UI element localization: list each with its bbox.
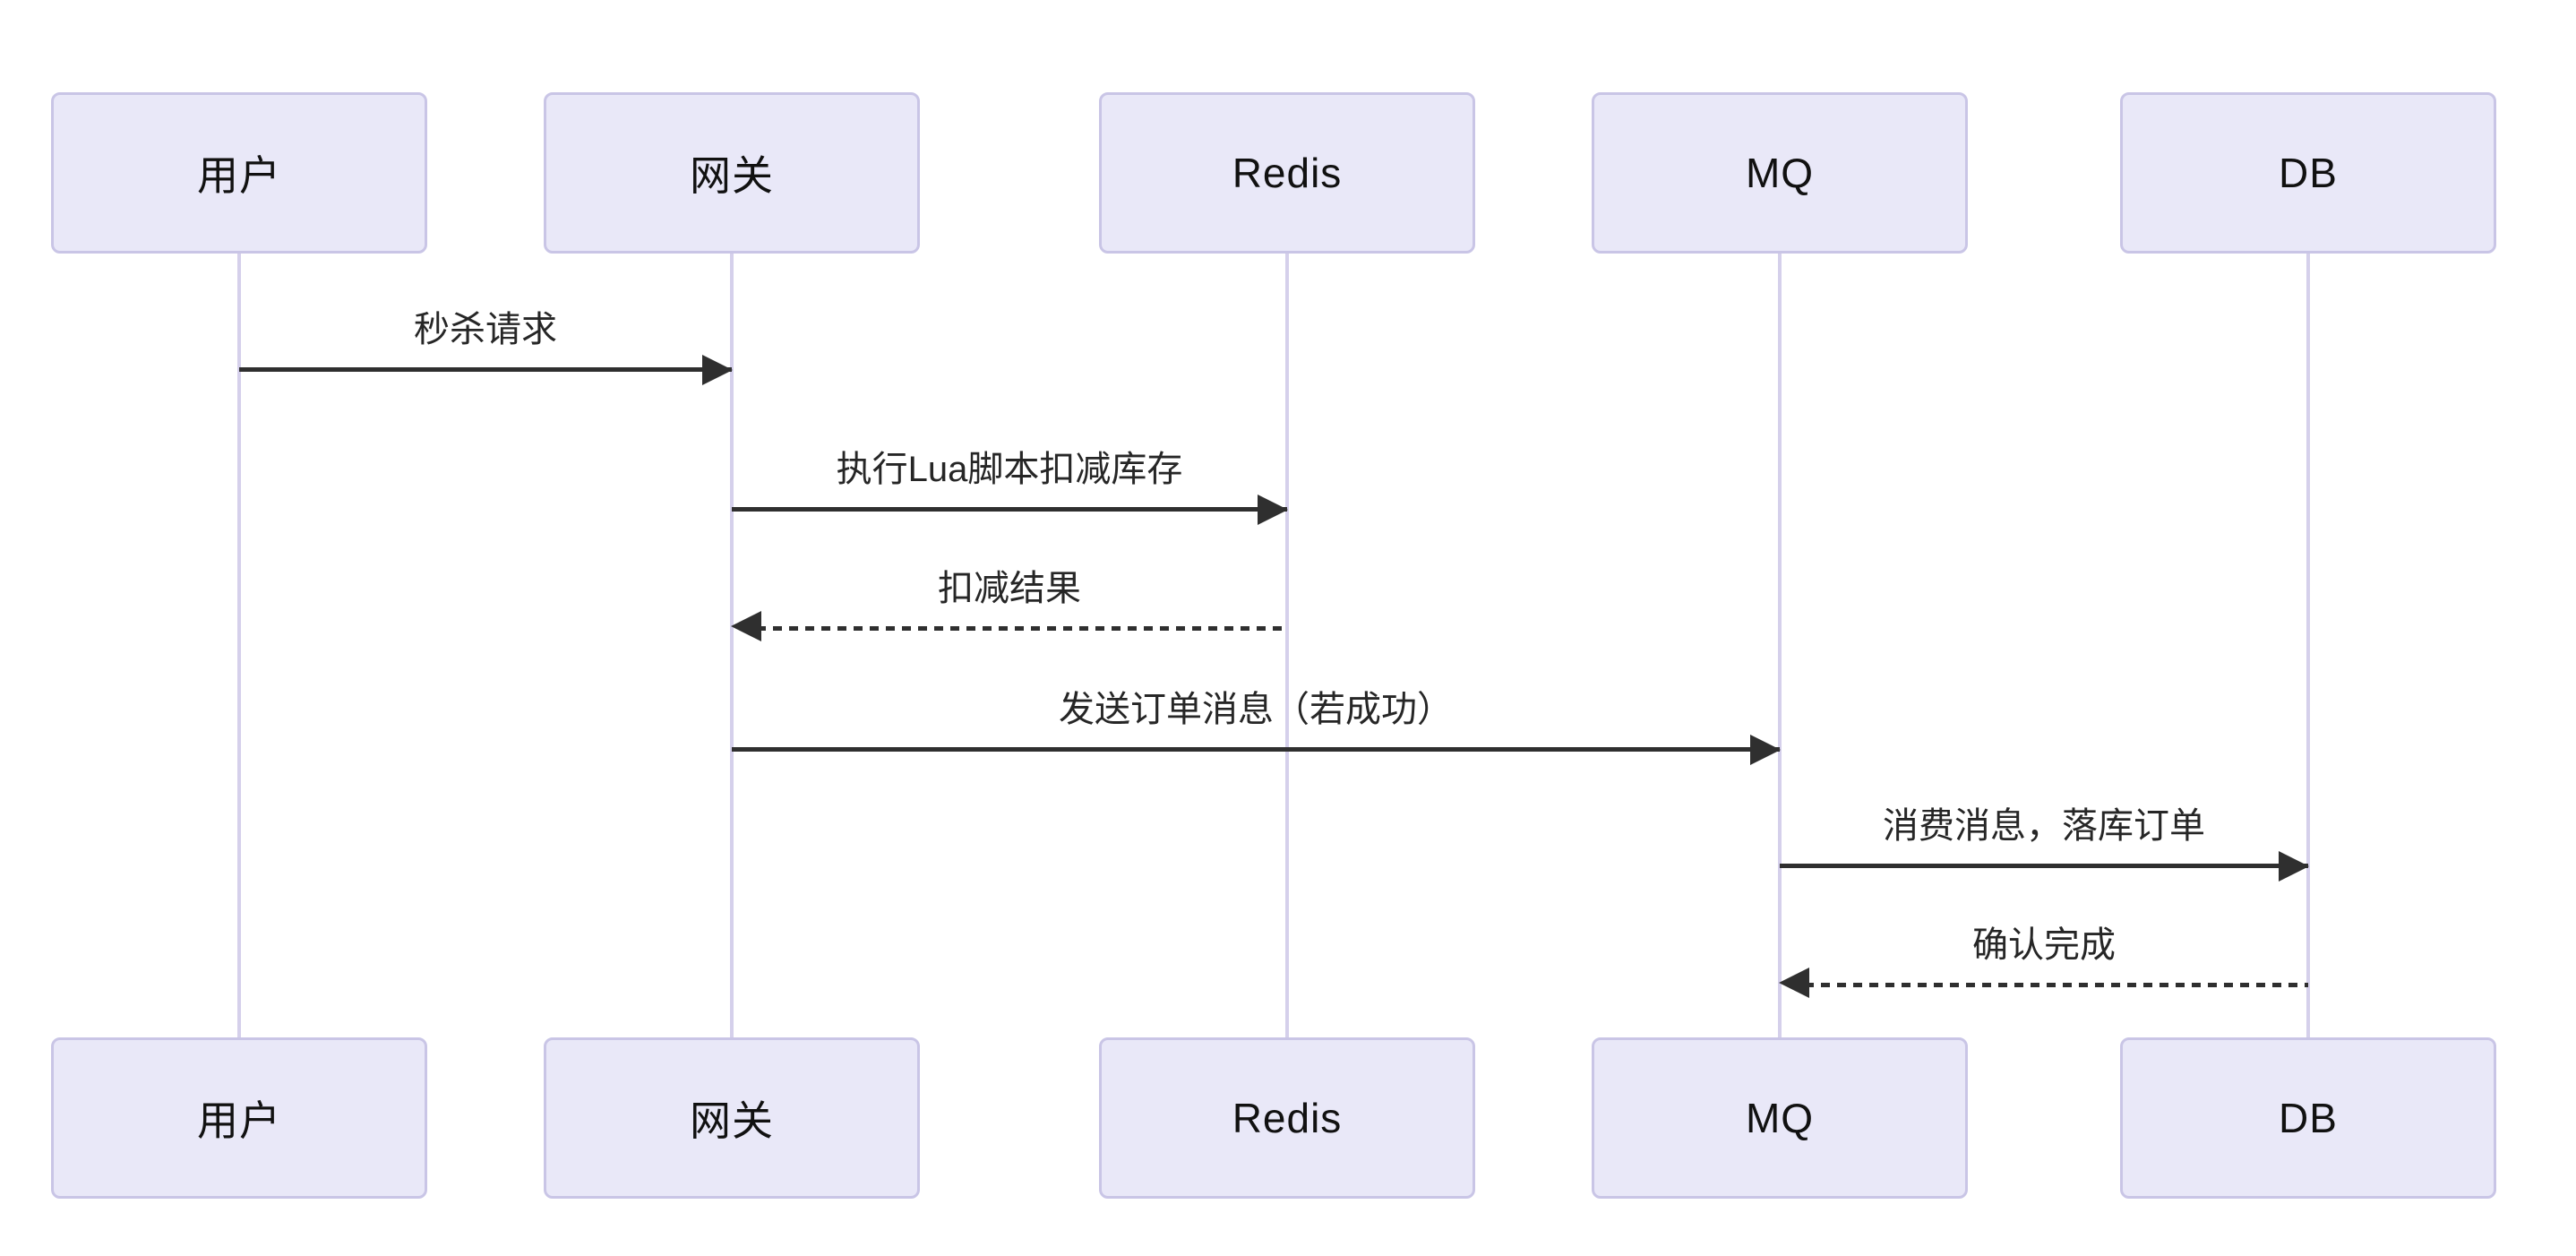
arrowhead-right-icon (702, 355, 733, 385)
message-3-line (757, 626, 1287, 631)
actor-bottom-db: DB (2120, 1037, 2496, 1199)
actor-top-user: 用户 (51, 92, 427, 254)
message-4-line (732, 735, 1781, 765)
lifeline-mq (1778, 254, 1782, 1037)
message-1-line (239, 355, 733, 385)
message-6-line (1805, 983, 2308, 987)
message-6: 确认完成 (1779, 925, 2308, 998)
message-5-label: 消费消息，落库订单 (1883, 806, 2205, 846)
actor-bottom-gateway-label: 网关 (690, 1097, 774, 1144)
arrowhead-left-icon (1779, 968, 1809, 998)
actor-bottom-mq: MQ (1592, 1037, 1968, 1199)
arrowhead-left-icon (731, 611, 761, 641)
actor-bottom-redis: Redis (1099, 1037, 1475, 1199)
message-6-label: 确认完成 (1972, 925, 2116, 965)
actor-bottom-redis-label: Redis (1232, 1095, 1343, 1141)
message-5-line (1780, 851, 2309, 882)
actor-top-mq: MQ (1592, 92, 1968, 254)
message-4: 发送订单消息（若成功） (732, 689, 1781, 765)
message-3-label: 扣减结果 (938, 569, 1081, 608)
message-1-label: 秒杀请求 (414, 310, 557, 349)
message-4-label: 发送订单消息（若成功） (1059, 690, 1453, 729)
actor-top-redis: Redis (1099, 92, 1475, 254)
lifeline-redis (1285, 254, 1289, 1037)
actor-bottom-db-label: DB (2279, 1095, 2338, 1141)
actor-top-db: DB (2120, 92, 2496, 254)
actor-top-user-label: 用户 (197, 152, 281, 199)
message-2-label: 执行Lua脚本扣减库存 (836, 450, 1183, 489)
actor-top-mq-label: MQ (1745, 150, 1815, 196)
message-5: 消费消息，落库订单 (1780, 805, 2309, 882)
actor-top-gateway: 网关 (544, 92, 920, 254)
actor-bottom-mq-label: MQ (1745, 1095, 1815, 1141)
lifeline-db (2306, 254, 2310, 1037)
arrowhead-right-icon (1750, 735, 1781, 765)
actor-bottom-user: 用户 (51, 1037, 427, 1199)
lifeline-user (237, 254, 241, 1037)
actor-top-redis-label: Redis (1232, 150, 1343, 196)
message-1: 秒杀请求 (239, 309, 733, 385)
message-3: 扣减结果 (731, 568, 1287, 641)
message-2-line (732, 495, 1288, 525)
arrowhead-right-icon (2279, 851, 2309, 882)
actor-top-db-label: DB (2279, 150, 2338, 196)
actor-bottom-gateway: 网关 (544, 1037, 920, 1199)
actor-bottom-user-label: 用户 (197, 1097, 281, 1144)
lifeline-gateway (730, 254, 734, 1037)
actor-top-gateway-label: 网关 (690, 152, 774, 199)
arrowhead-right-icon (1258, 495, 1288, 525)
message-2: 执行Lua脚本扣减库存 (732, 449, 1288, 525)
